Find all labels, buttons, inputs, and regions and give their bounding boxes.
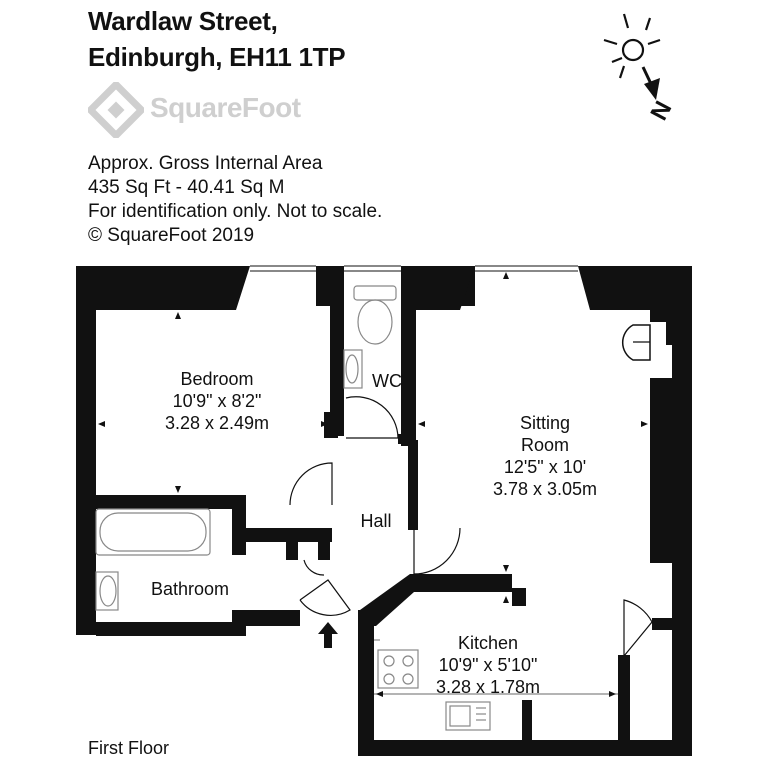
room-bedroom-imperial: 10'9" x 8'2" bbox=[172, 391, 262, 411]
room-bedroom-metric: 3.28 x 2.49m bbox=[164, 413, 270, 433]
room-bedroom: Bedroom 10'9" x 8'2" 3.28 x 2.49m bbox=[165, 368, 269, 434]
floor-label: First Floor bbox=[88, 738, 169, 758]
room-sitting-name-2: Room bbox=[520, 435, 569, 455]
brand-name: SquareFoot bbox=[150, 92, 301, 123]
room-kitchen-name: Kitchen bbox=[457, 633, 519, 653]
room-bathroom: Bathroom bbox=[151, 578, 229, 600]
area-info-line-2: 435 Sq Ft - 40.41 Sq M bbox=[88, 177, 285, 198]
room-bathroom-name: Bathroom bbox=[150, 579, 230, 599]
room-hall-name: Hall bbox=[360, 511, 392, 531]
squarefoot-logo-icon bbox=[88, 82, 144, 138]
windows bbox=[250, 265, 578, 272]
room-wc-name: WC bbox=[372, 371, 402, 391]
fixtures bbox=[95, 285, 618, 731]
room-sitting-room: Sitting Room 12'5" x 10' 3.78 x 3.05m bbox=[493, 412, 597, 500]
room-sitting-metric: 3.78 x 3.05m bbox=[492, 479, 598, 499]
entrance-arrow-icon bbox=[318, 622, 338, 648]
walls bbox=[76, 266, 692, 756]
area-info-line-4: © SquareFoot 2019 bbox=[88, 225, 255, 246]
room-kitchen-metric: 3.28 x 1.78m bbox=[435, 677, 541, 697]
room-wc: WC bbox=[372, 370, 402, 392]
room-bedroom-name: Bedroom bbox=[180, 369, 254, 389]
room-sitting-imperial: 12'5" x 10' bbox=[503, 457, 587, 477]
address-line-1: Wardlaw Street, bbox=[88, 6, 278, 36]
area-info-line-1: Approx. Gross Internal Area bbox=[88, 153, 323, 174]
area-info-line-3: For identification only. Not to scale. bbox=[88, 201, 383, 222]
doors bbox=[289, 324, 653, 658]
room-sitting-name: Sitting bbox=[519, 413, 571, 433]
room-kitchen-imperial: 10'9" x 5'10" bbox=[438, 655, 538, 675]
room-hall: Hall bbox=[360, 510, 391, 532]
address-line-2: Edinburgh, EH11 1TP bbox=[88, 42, 346, 72]
dimension-markers bbox=[98, 272, 648, 697]
room-kitchen: Kitchen 10'9" x 5'10" 3.28 x 1.78m bbox=[436, 632, 540, 698]
